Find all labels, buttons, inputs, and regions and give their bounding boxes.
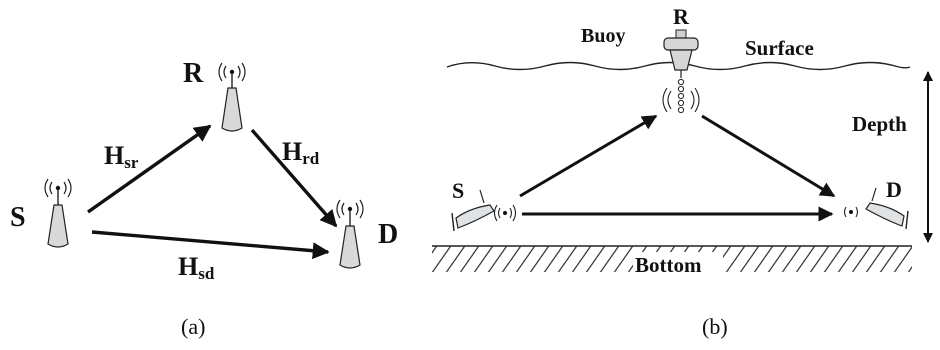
surface-label: Surface xyxy=(745,36,814,60)
relay-label-b: R xyxy=(673,4,690,29)
channel-rd-label: Hrd xyxy=(282,137,320,168)
link-sd-arrow xyxy=(91,230,330,260)
panel-b: Buoy R Surface Depth S D Bottom (b) xyxy=(432,4,933,339)
depth-label: Depth xyxy=(852,112,907,136)
link-sr-arrow xyxy=(87,124,212,214)
caption-b: (b) xyxy=(702,314,728,339)
bottom-label-backdrop xyxy=(633,252,723,276)
buoy-icon xyxy=(662,29,700,114)
source-vehicle-icon xyxy=(451,189,517,232)
bottom-label: Bottom xyxy=(635,253,702,277)
source-label: S xyxy=(10,202,26,233)
source-label-b: S xyxy=(452,178,464,203)
relay-label: R xyxy=(183,58,204,89)
source-tower-icon xyxy=(44,178,72,248)
link-source-relay-arrow xyxy=(519,114,658,198)
destination-label-b: D xyxy=(886,177,902,202)
link-rd-arrow xyxy=(250,128,338,228)
link-relay-destination-arrow xyxy=(701,114,836,198)
destination-vehicle-icon xyxy=(843,187,909,230)
channel-sd-label: Hsd xyxy=(178,252,215,283)
panel-a: R S D Hsr Hrd Hsd (a) xyxy=(10,58,398,339)
destination-tower-icon xyxy=(336,199,364,269)
buoy-label: Buoy xyxy=(581,25,625,47)
caption-a: (a) xyxy=(181,314,205,339)
water-surface-line xyxy=(446,61,911,71)
destination-label: D xyxy=(378,219,398,250)
channel-sr-label: Hsr xyxy=(104,141,139,172)
relay-tower-icon xyxy=(218,62,246,132)
